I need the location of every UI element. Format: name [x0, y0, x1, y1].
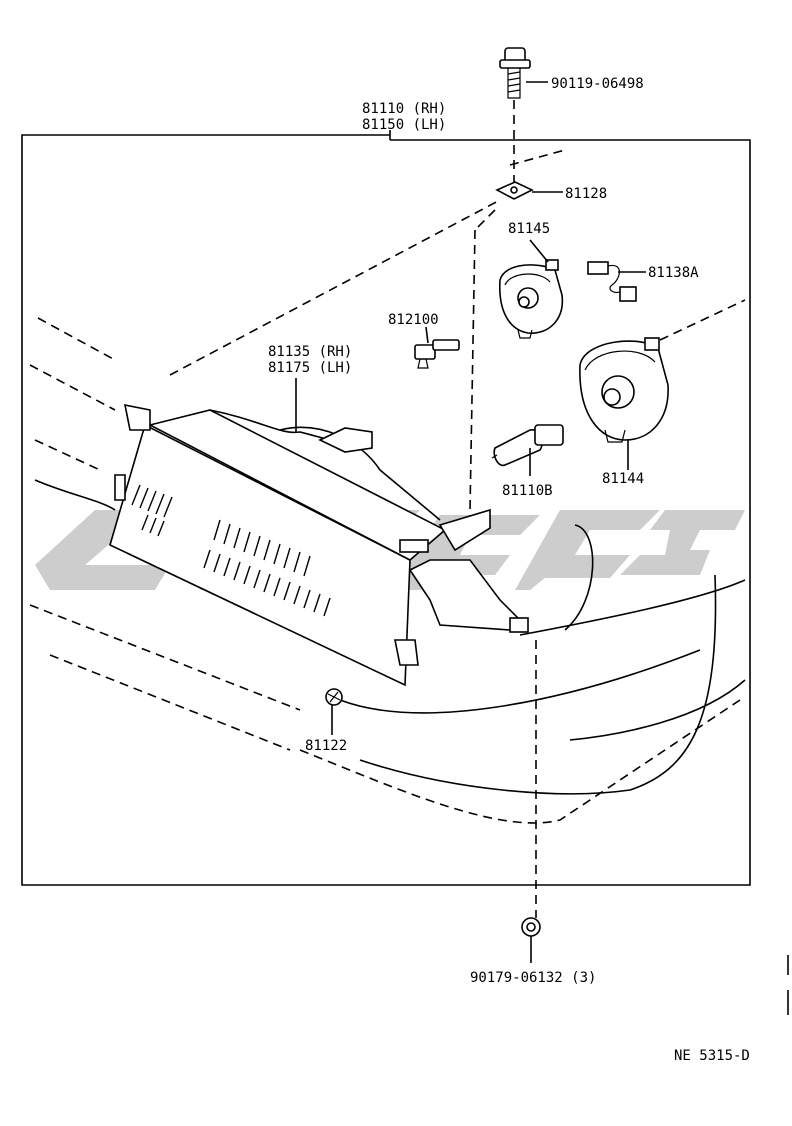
- headlamp-unit: [109, 403, 529, 687]
- fender-curve: [564, 524, 594, 631]
- hood-line-right: [519, 579, 746, 636]
- nut-plate-part: [495, 181, 534, 200]
- dash-right-line: [659, 299, 746, 341]
- bulb-small-part: [414, 339, 460, 369]
- bolt-part: [499, 47, 531, 99]
- bulb-main-part: [491, 424, 564, 467]
- dash-bumper-line-2: [49, 654, 291, 751]
- bumper-upper-curve: [339, 649, 701, 714]
- label-socket-lower: 81144: [602, 471, 644, 487]
- label-wire: 81138A: [648, 265, 699, 281]
- dash-bumper-line-1: [29, 604, 301, 711]
- label-nut: 90179-06132 (3): [470, 970, 596, 986]
- label-clip: 81122: [305, 738, 347, 754]
- frame-border: [21, 134, 751, 886]
- label-unit-rh: 81135 (RH): [268, 344, 352, 360]
- footer-ref-code: NE 5315-D: [674, 1048, 750, 1064]
- label-bolt: 90119-06498: [551, 76, 644, 92]
- hood-edge-line: [509, 149, 566, 166]
- dash-bumper-curve: [299, 699, 741, 824]
- nut-part: [521, 917, 541, 937]
- socket-lower-part: [579, 337, 669, 443]
- socket-upper-leader: [529, 239, 549, 263]
- lens-grille: [131, 484, 331, 617]
- wire-part: [587, 261, 637, 302]
- label-bulb-small: 812100: [388, 312, 439, 328]
- dash-hood-line-2: [474, 209, 496, 231]
- dash-vertical-line: [469, 229, 476, 511]
- dash-hood-line-1: [169, 199, 501, 376]
- label-unit-lh: 81175 (LH): [268, 360, 352, 376]
- dash-fender-line-1: [37, 317, 116, 361]
- bumper-mid-curve: [569, 679, 746, 741]
- label-nut-plate: 81128: [565, 186, 607, 202]
- clip-part: [325, 688, 343, 706]
- bumper-lower-curve: [359, 574, 717, 795]
- label-assembly-lh: 81150 (LH): [362, 117, 446, 133]
- fender-edge-left: [34, 479, 116, 511]
- dash-fender-line-3: [34, 439, 101, 471]
- label-bulb-main: 81110B: [502, 483, 553, 499]
- socket-upper-part: [499, 259, 564, 339]
- dash-fender-line-2: [29, 364, 116, 411]
- label-socket-upper: 81145: [508, 221, 550, 237]
- bulb-small-leader: [425, 326, 429, 344]
- label-assembly-rh: 81110 (RH): [362, 101, 446, 117]
